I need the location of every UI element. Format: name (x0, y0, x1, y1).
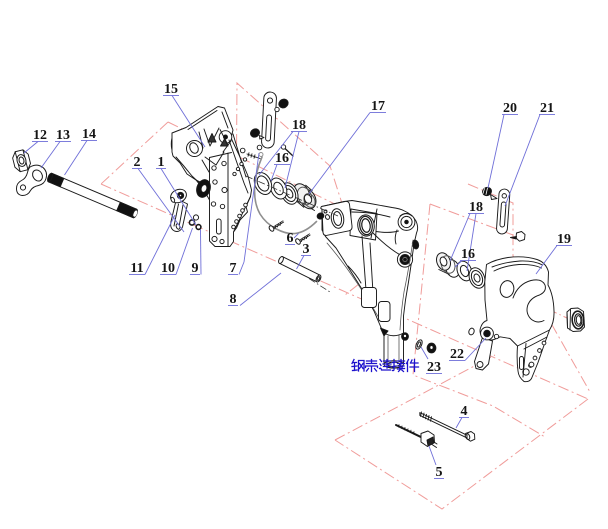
svg-text:23: 23 (427, 360, 441, 375)
svg-text:20: 20 (503, 101, 517, 116)
svg-text:15: 15 (164, 82, 178, 97)
svg-text:1: 1 (158, 155, 165, 170)
svg-text:16: 16 (461, 247, 475, 262)
svg-text:18: 18 (292, 118, 306, 133)
svg-text:4: 4 (461, 404, 468, 419)
svg-text:11: 11 (130, 261, 143, 276)
svg-text:14: 14 (82, 127, 96, 142)
svg-text:6: 6 (287, 231, 294, 246)
svg-text:10: 10 (161, 261, 175, 276)
svg-text:9: 9 (192, 261, 199, 276)
svg-text:12: 12 (33, 128, 47, 143)
svg-text:8: 8 (230, 292, 237, 307)
svg-text:7: 7 (230, 261, 237, 276)
svg-text:5: 5 (436, 465, 443, 480)
svg-text:13: 13 (56, 128, 70, 143)
svg-text:19: 19 (557, 232, 571, 247)
svg-text:22: 22 (450, 347, 464, 362)
svg-text:21: 21 (540, 101, 554, 116)
svg-text:16: 16 (275, 151, 289, 166)
svg-text:18: 18 (469, 200, 483, 215)
svg-text:17: 17 (371, 99, 385, 114)
svg-text:2: 2 (134, 155, 141, 170)
svg-text:3: 3 (303, 242, 310, 257)
